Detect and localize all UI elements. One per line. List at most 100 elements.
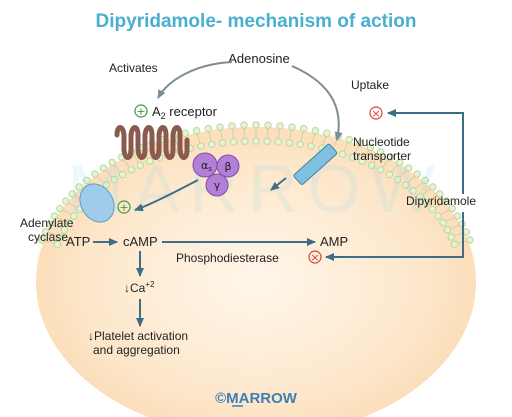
lipid-head [428, 205, 437, 214]
plus-icon [134, 104, 148, 118]
lipid-head [136, 161, 145, 169]
lipid-head [230, 138, 238, 146]
footer-copyright: ©MARROW [215, 390, 298, 407]
svg-text:γ: γ [214, 179, 221, 192]
g-protein: αs β γ [192, 152, 240, 197]
lipid-head [448, 204, 456, 213]
lipid-head [447, 233, 455, 241]
uptake-arrow [291, 65, 343, 141]
lipid-head [83, 176, 91, 185]
lipid-head [75, 183, 83, 191]
lipid-head [62, 197, 70, 205]
watermark: MARROW [67, 151, 444, 227]
lipid-head [404, 164, 413, 172]
lipid-head [50, 212, 59, 220]
lipid-head [307, 142, 315, 150]
lipid-head [208, 140, 216, 148]
lipid-head [274, 138, 282, 146]
svg-text:β: β [224, 160, 231, 173]
lipid-head [338, 150, 347, 158]
lipid-head [181, 129, 189, 137]
lipid-head [401, 181, 410, 189]
lipid-head [192, 127, 201, 135]
lipid-head [413, 170, 421, 178]
lipid-head [416, 192, 424, 201]
lipid-head [442, 197, 450, 205]
lipid-head [228, 122, 236, 130]
lipid-head [127, 166, 136, 174]
lipid-head [264, 121, 272, 129]
lipid-head [252, 137, 260, 145]
lipid-head [443, 226, 452, 234]
lipid-head [376, 148, 385, 156]
lipid-head [38, 236, 46, 244]
lipid-head [409, 187, 417, 195]
lipid-head [263, 137, 271, 145]
transporter-arrow [270, 177, 287, 191]
lipid-head [345, 135, 353, 144]
lipid-head [204, 124, 212, 133]
lipid-head [68, 190, 76, 198]
transporter-label: transporter [353, 149, 411, 163]
atp-label: ATP [66, 234, 90, 249]
lipid-head [216, 123, 224, 131]
plus-icon [117, 200, 131, 214]
lipid-head [108, 158, 116, 167]
uptake-label: Uptake [351, 78, 389, 92]
lipid-head [240, 121, 248, 129]
gprotein-to-cyclase-arrow [134, 179, 199, 212]
dipyridamole-inhibit-uptake-line [387, 109, 464, 194]
lipid-head [434, 212, 442, 220]
camp-label: cAMP [123, 234, 158, 249]
lipid-head [102, 181, 111, 189]
lipid-head [197, 142, 205, 150]
lipid-head [358, 157, 366, 165]
cyclase-label: cyclase [28, 230, 68, 244]
lipid-head [218, 139, 227, 147]
lipid-head [70, 212, 78, 220]
inhibit-symbol: × [310, 251, 319, 264]
lipid-head [385, 170, 394, 179]
activates-label: Activates [109, 61, 158, 75]
lipid-head [396, 158, 404, 167]
lipid-head [439, 219, 447, 227]
lipid-head [57, 233, 65, 241]
plus-symbol: + [119, 201, 128, 214]
lipid-head [241, 137, 249, 145]
lipid-head [300, 124, 308, 133]
lipid-head [288, 123, 296, 131]
lipid-head [252, 121, 260, 129]
lipid-head [285, 139, 294, 147]
adenylate-label: Adenylate [20, 216, 74, 230]
lipid-head [450, 240, 459, 248]
adenylate-cyclase [79, 183, 115, 223]
plus-symbol: + [136, 105, 145, 118]
inhibit-icon [308, 250, 322, 264]
lipid-head [422, 199, 431, 207]
lipid-head [99, 164, 108, 172]
lipid-head [91, 170, 99, 178]
lipid-head [53, 240, 62, 248]
lipid-head [367, 161, 376, 169]
lipid-head [296, 140, 304, 148]
lipid-head [311, 127, 320, 135]
lipid-head [393, 175, 402, 184]
platelet-label-line2: and aggregation [93, 343, 180, 357]
lipid-head [366, 143, 375, 152]
lipid-head [276, 122, 284, 130]
lipid-head [453, 212, 462, 220]
dipyridamole-label: Dipyridamole [406, 194, 476, 208]
lipid-head [323, 129, 331, 137]
lipid-head [110, 175, 119, 184]
lipid-head [429, 183, 437, 191]
activates-arrow [157, 61, 233, 99]
platelet-label-line1: ↓Platelet activation [88, 329, 188, 343]
lipid-head [462, 228, 471, 236]
lipid-head [436, 190, 444, 198]
lipid-head [118, 170, 127, 179]
lipid-head [466, 236, 474, 244]
inhibit-icon [369, 106, 383, 120]
calcium-label: ↓Ca+2 [124, 280, 155, 295]
phosphodiesterase-label: Phosphodiesterase [176, 251, 279, 265]
